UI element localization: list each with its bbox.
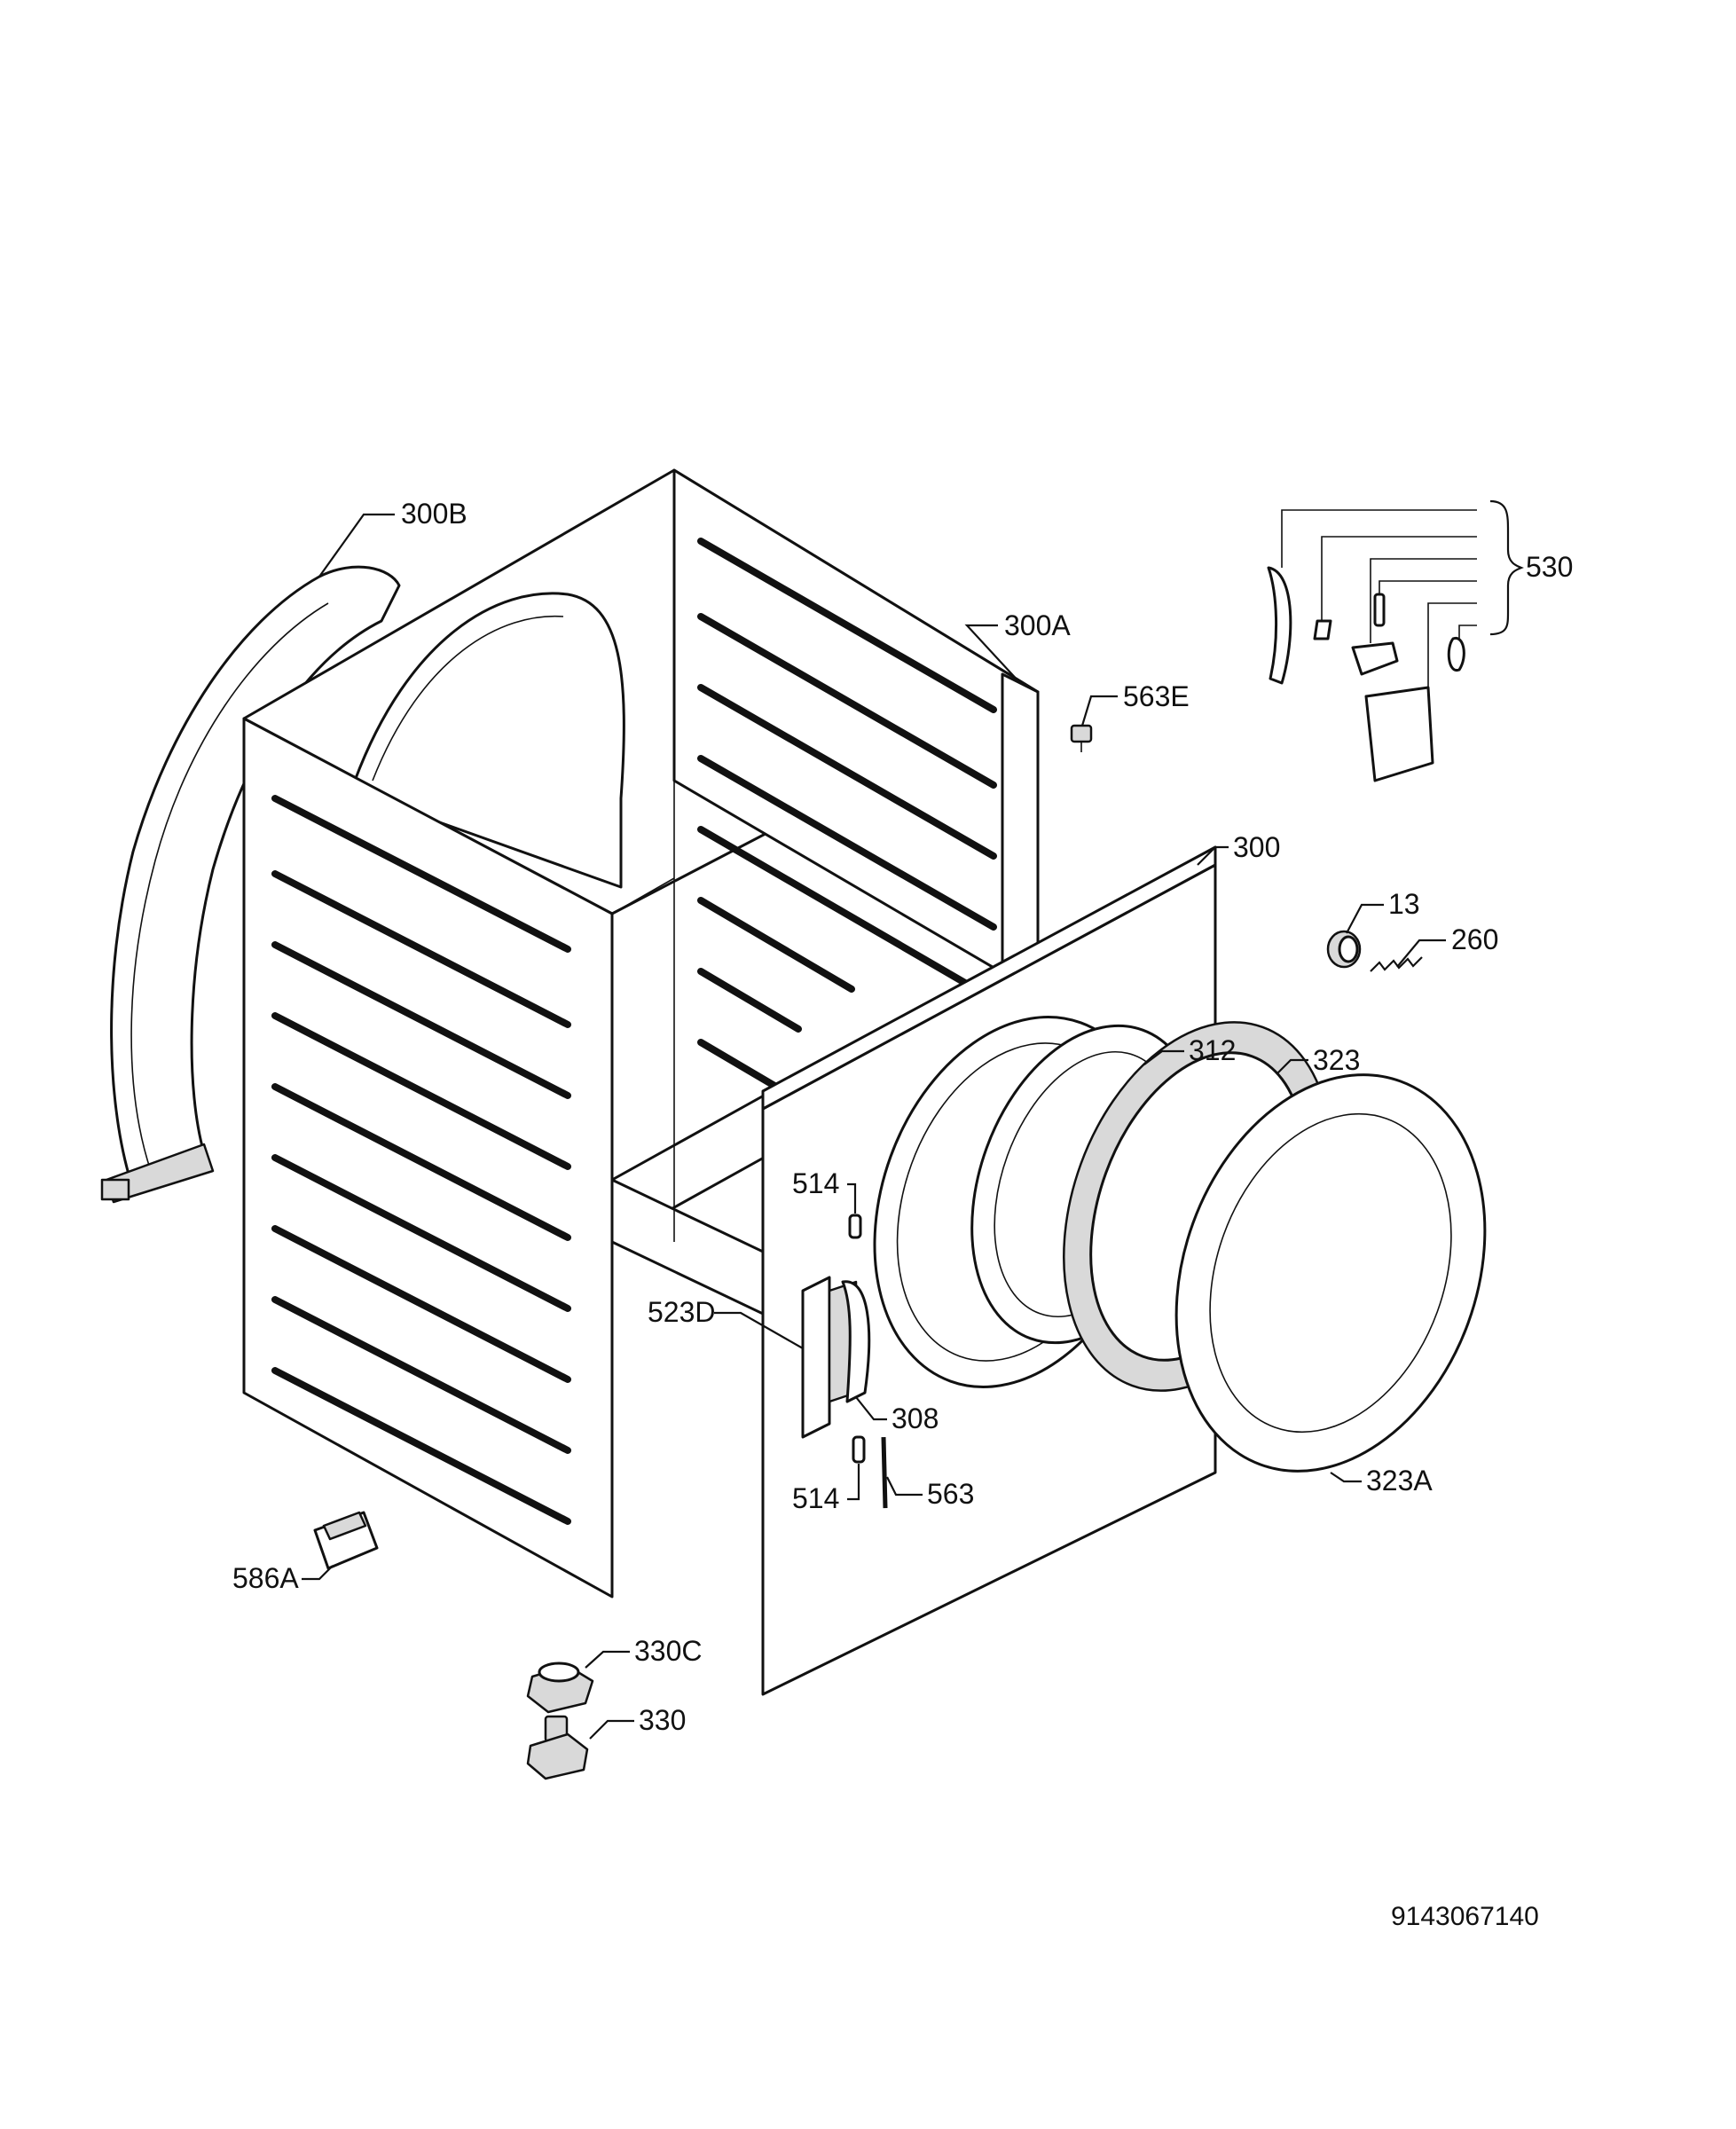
label-308: 308 [892, 1402, 939, 1434]
label-514-lower: 514 [792, 1482, 839, 1514]
part-563-rod [881, 1436, 888, 1509]
side-panel-slots-right [697, 538, 997, 1093]
part-300A-cabinet [242, 468, 1040, 1599]
part-330C-foot-nut [526, 1662, 594, 1714]
part-530-lock-kit [1267, 566, 1465, 782]
part-514-pin-upper [848, 1214, 862, 1239]
label-330: 330 [639, 1704, 686, 1736]
document-number: 9143067140 [1391, 1902, 1539, 1931]
label-563E: 563E [1123, 680, 1190, 712]
part-330-foot [526, 1715, 589, 1780]
part-323A-door-outer-frame [1174, 1073, 1487, 1473]
label-586A: 586A [232, 1562, 299, 1594]
side-panel-slots-left [271, 795, 571, 1525]
part-13-bushing [1326, 930, 1362, 969]
part-260-spring [1370, 956, 1423, 972]
label-563: 563 [927, 1478, 974, 1510]
part-labels: 300B 300A 563E 530 300 13 260 312 323 51… [232, 498, 1573, 1736]
label-523D: 523D [648, 1296, 716, 1328]
label-300: 300 [1233, 831, 1280, 863]
part-514-pin-lower [852, 1435, 866, 1464]
label-323: 323 [1313, 1044, 1360, 1076]
label-300B: 300B [401, 498, 467, 530]
part-563E-connector [1070, 724, 1093, 752]
part-300B-rear-gasket [100, 565, 401, 1204]
label-13: 13 [1388, 888, 1420, 920]
label-530: 530 [1526, 551, 1573, 583]
label-312: 312 [1189, 1034, 1236, 1066]
label-514-upper: 514 [792, 1167, 839, 1199]
part-308-hinge-cover [841, 1280, 871, 1403]
label-323A: 323A [1366, 1465, 1433, 1497]
label-330C: 330C [634, 1635, 703, 1667]
label-260: 260 [1451, 923, 1498, 955]
leader-lines [302, 499, 1524, 1740]
part-586A-clip [313, 1511, 379, 1570]
label-300A: 300A [1004, 609, 1071, 641]
